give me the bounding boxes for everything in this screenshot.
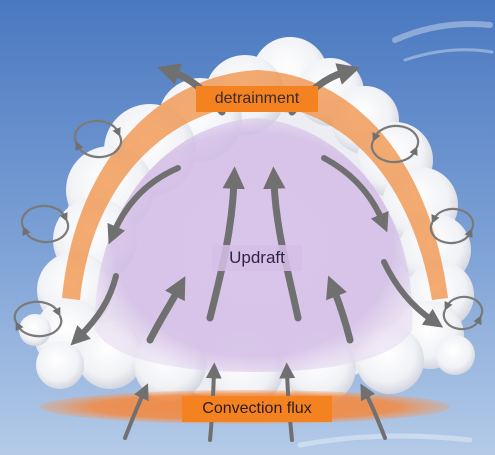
- entrainment-eddy-icon: [73, 119, 123, 159]
- outflow-arrow-icon: [70, 273, 119, 346]
- entrainment-eddy-icon: [20, 204, 70, 244]
- inflow-arrows: [123, 362, 387, 442]
- outflow-arrow-icon: [107, 165, 181, 245]
- entrainment-eddies: [13, 119, 484, 338]
- entrainment-eddy-icon: [370, 124, 420, 164]
- detrainment-label: detrainment: [196, 86, 318, 112]
- inflow-arrow-icon: [123, 383, 149, 440]
- inflow-arrow-icon: [360, 383, 387, 440]
- convection-flux-label: Convection flux: [182, 396, 332, 422]
- outflow-arrows: [70, 155, 444, 346]
- outflow-arrow-icon: [381, 259, 444, 328]
- detrainment-band: [62, 70, 448, 300]
- entrainment-eddy-icon: [442, 295, 484, 331]
- entrainment-eddy-icon: [429, 207, 475, 245]
- entrainment-eddy-icon: [13, 300, 63, 338]
- updraft-arrow-icon: [146, 276, 186, 344]
- updraft-arrow-icon: [326, 275, 354, 344]
- updraft-label: Updraft: [212, 245, 302, 271]
- outflow-arrow-icon: [321, 155, 389, 233]
